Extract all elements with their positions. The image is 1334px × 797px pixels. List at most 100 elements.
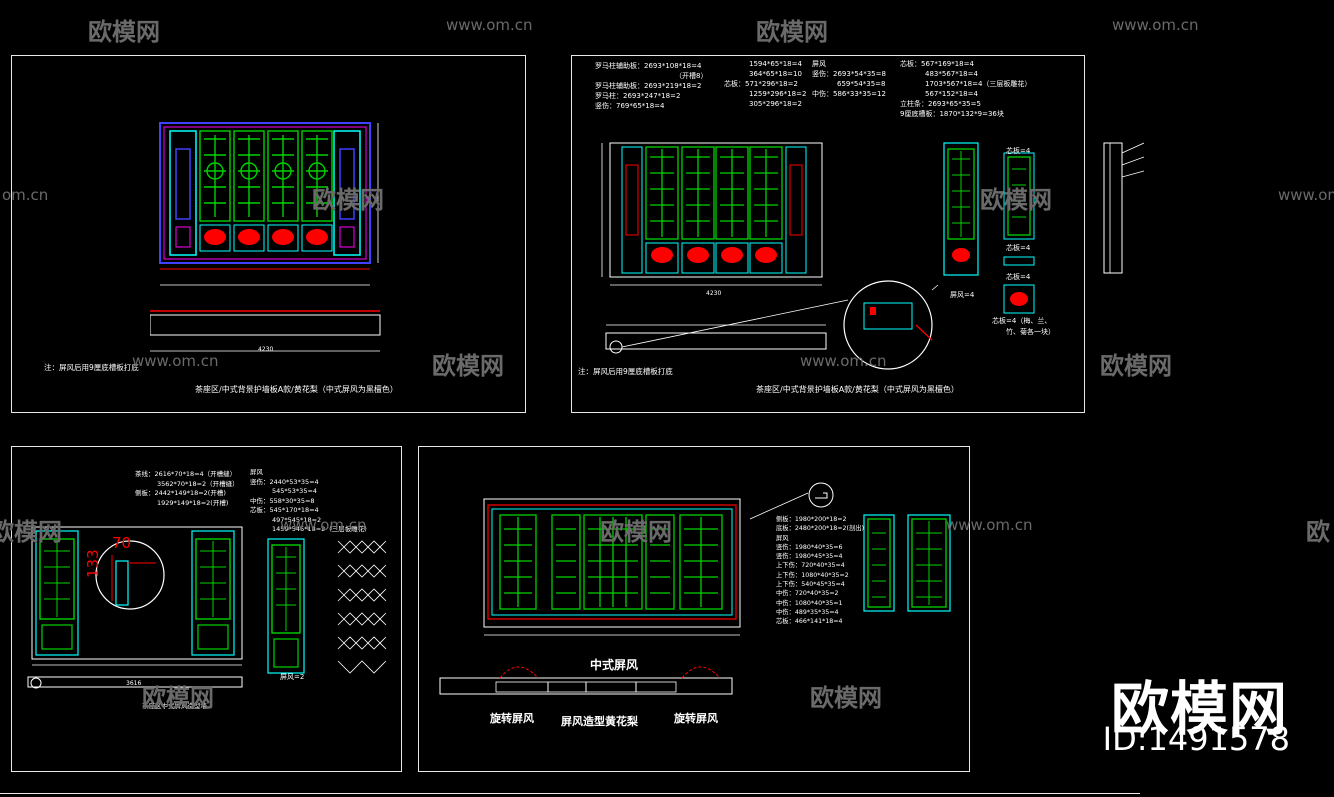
spec-line: 1703*567*18=4（三层板雕花） (925, 80, 1032, 88)
drawing-sheet-2 (571, 55, 1085, 413)
sheet-2-label-core-5: 竹、菊各一块） (1006, 328, 1055, 336)
spec-line: 3562*70*18=2（开槽缝） (157, 479, 239, 488)
drawing-sheet-1 (11, 55, 526, 413)
spec-line: 545*53*35=4 (272, 487, 318, 495)
watermark-site: www.om.cn (800, 352, 887, 370)
sheet-2-label-core-4: 芯板=4（梅、兰、 (992, 317, 1052, 325)
spec-line: 竖伤：2693*54*35=8 (812, 70, 886, 78)
spec-line: 497*545*18=2 (272, 515, 322, 524)
spec-line: 1459*545*18=2（三层板雕花） (272, 525, 371, 533)
sheet-2-specs-col1: 罗马柱辅助板：2693*108*18=4 （开槽8） 罗马柱辅助板：2693*2… (595, 61, 707, 111)
sheet-3-detail-dim-a: 70 (112, 534, 132, 552)
watermark-site: www.om.cn (132, 352, 219, 370)
watermark-brand: 欧模网 (432, 352, 504, 380)
sheet-4-detail-callout (808, 482, 834, 508)
spec-line: （开槽8） (675, 72, 708, 80)
watermark-site: www.om.cn (1278, 186, 1334, 204)
spec-line: 芯板：571*296*18=2 (724, 80, 798, 88)
sheet-3-elevation (27, 526, 387, 689)
sheet-2-label-core-1: 芯板=4 (1006, 147, 1031, 155)
spec-line: 1594*65*18=4 (749, 60, 802, 68)
watermark-brand: 欧模网 (600, 518, 672, 546)
spec-line: 中伤：1080*40*35=1 (776, 599, 843, 607)
sheet-2-label-screen: 屏风=4 (950, 291, 975, 299)
watermark-site: www.om.cn (446, 16, 533, 34)
sheet-2-specs-col2: 1594*65*18=4 364*65*18=10 芯板：571*296*18=… (724, 59, 806, 109)
spec-line: 侧板：1980*200*18=2 (776, 516, 847, 523)
spec-line: 9厘底槽板：1870*132*9=36块 (900, 110, 1004, 118)
sheet-2-note: 注：屏风后用9厘底槽板打底 (578, 367, 673, 376)
spec-line: 芯板：567*169*18=4 (900, 60, 974, 68)
watermark-site-partial: om.cn (2, 186, 49, 204)
spec-line: 屏风 (776, 534, 789, 542)
spec-line: 1929*149*18=2(开槽) (157, 498, 229, 507)
watermark-brand: 欧模网 (810, 684, 882, 712)
sheet-4-specs: 侧板：1980*200*18=2 底板：2480*200*18=2(剖出) 屏风… (776, 515, 864, 627)
spec-line: 竖伤：2440*53*35=4 (250, 477, 319, 486)
sheet-2-elevation (601, 142, 1035, 370)
bottom-border-line (0, 793, 1140, 794)
sheet-1-dim-total: 4230 (258, 346, 274, 353)
sheet-4-elevation (483, 492, 951, 636)
sheet-2-specs-col4: 芯板：567*169*18=4 483*567*18=4 1703*567*18… (900, 59, 1031, 119)
spec-line: 茶线：2616*70*18=4（开槽缝） (135, 470, 237, 478)
sheet-4-label-material: 屏风造型黄花梨 (561, 715, 638, 728)
sheet-1-note: 注：屏风后用9厘底槽板打底 (44, 363, 139, 372)
spec-line: 底板：2480*200*18=2(剖出) (776, 525, 865, 533)
spec-line: 屏风 (250, 468, 263, 476)
spec-line: 中伤：489*35*35=4 (776, 608, 839, 616)
spec-line: 竖伤：769*65*18=4 (595, 102, 665, 110)
sheet-3-detail-dim-b: 133 (84, 549, 102, 578)
sheet-2-section-detail (1103, 142, 1145, 274)
spec-line: 竖伤：1980*40*35=6 (776, 543, 843, 551)
spec-line: 芯板：466*141*18=4 (776, 618, 843, 626)
sheet-2-label-core-2: 芯板=4 (1006, 244, 1031, 252)
sheet-4-label-rotate-left: 旋转屏风 (490, 712, 534, 725)
watermark-brand: 欧模网 (756, 18, 828, 46)
drawing-sheet-3 (11, 446, 402, 772)
spec-line: 罗马柱辅助板：2693*108*18=4 (595, 62, 702, 70)
spec-line: 屏风 (812, 60, 826, 68)
spec-line: 上下伤：540*45*35=4 (776, 581, 845, 589)
spec-line: 305*296*18=2 (749, 100, 802, 108)
spec-line: 659*54*35=8 (837, 80, 886, 88)
spec-line: 罗马柱：2693*247*18=2 (595, 92, 681, 100)
model-id: ID:1491578 (1102, 720, 1290, 758)
spec-line: 364*65*18=10 (749, 70, 802, 78)
spec-line: 上下伤：720*40*35=4 (776, 562, 845, 570)
sheet-4-label-rotate-right: 旋转屏风 (674, 712, 718, 725)
watermark-brand-partial: 欧模网 (0, 518, 62, 546)
spec-line: 竖伤：1980*45*35=4 (776, 553, 843, 561)
spec-line: 上下伤：1080*40*35=2 (776, 571, 849, 579)
spec-line: 侧板：2442*149*18=2(开槽) (135, 489, 226, 497)
spec-line: 中伤：720*40*35=2 (776, 590, 839, 598)
watermark-site: www.om.cn (280, 516, 367, 534)
sheet-3-specs-left: 茶线：2616*70*18=4（开槽缝） 3562*70*18=2（开槽缝） 侧… (135, 470, 239, 508)
watermark-brand: 欧模网 (142, 684, 214, 712)
drawing-sheet-4 (418, 446, 970, 772)
sheet-3-caption: 茶座区中式屏风造型墙 (142, 702, 207, 710)
sheet-3-specs-right: 屏风 竖伤：2440*53*35=4 545*53*35=4 中伤：558*30… (250, 468, 371, 535)
sheet-1-title: 茶座区/中式背景护墙板A款/黄花梨（中式屏风为黑檀色） (195, 385, 398, 394)
watermark-brand: 欧模网 (312, 186, 384, 214)
sheet-2-dim-total: 4230 (706, 290, 722, 297)
spec-line: 立柱条：2693*65*35=5 (900, 100, 981, 108)
spec-line: 483*567*18=4 (925, 70, 978, 78)
sheet-2-specs-col3: 屏风 竖伤：2693*54*35=8 659*54*35=8 中伤：586*33… (812, 59, 886, 99)
sheet-4-plan (439, 666, 733, 695)
spec-line: 芯板：545*170*18=4 (250, 506, 319, 514)
watermark-brand: 欧模网 (1100, 352, 1172, 380)
spec-line: 1259*296*18=2 (749, 90, 807, 98)
spec-line: 567*152*18=4 (925, 90, 978, 98)
watermark-site: www.om.cn (1112, 16, 1199, 34)
spec-line: 罗马柱辅助板：2693*219*18=2 (595, 82, 702, 90)
sheet-2-label-core-3: 芯板=4 (1006, 273, 1031, 281)
sheet-4-label-center-screen: 中式屏风 (590, 658, 639, 672)
sheet-3-label-screen: 屏风=2 (280, 673, 305, 681)
watermark-brand: 欧模网 (980, 186, 1052, 214)
sheet-3-dim-total: 3616 (126, 680, 142, 687)
watermark-site: www.om.cn (946, 516, 1033, 534)
watermark-brand-partial: 欧 (1306, 518, 1330, 546)
watermark-brand: 欧模网 (88, 18, 160, 46)
sheet-1-elevation (150, 122, 381, 352)
